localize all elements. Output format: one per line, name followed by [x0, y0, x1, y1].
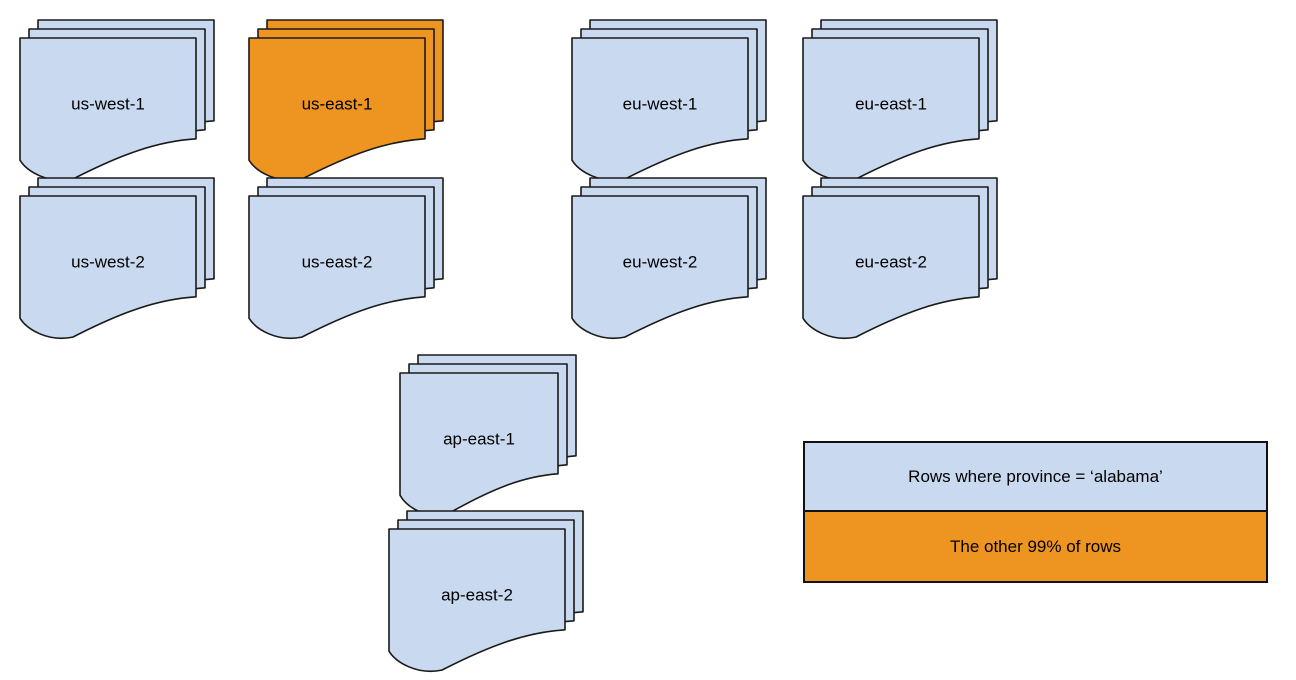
region-label: ap-east-1	[443, 429, 515, 448]
document-shape	[802, 195, 980, 340]
region-stack-us-east-1[interactable]: us-east-1	[248, 19, 449, 198]
document-shape	[19, 37, 197, 182]
document-front	[248, 195, 426, 340]
region-stack-eu-east-2[interactable]: eu-east-2	[802, 177, 1003, 356]
document-front	[248, 37, 426, 182]
region-stack-ap-east-1[interactable]: ap-east-1	[399, 354, 582, 533]
region-stack-us-west-1[interactable]: us-west-1	[19, 19, 220, 198]
document-front	[19, 195, 197, 340]
legend: Rows where province = ‘alabama’ The other…	[803, 441, 1268, 583]
document-front	[399, 372, 559, 517]
region-stack-us-west-2[interactable]: us-west-2	[19, 177, 220, 356]
document-shape	[248, 195, 426, 340]
legend-row-other: The other 99% of rows	[805, 512, 1266, 581]
region-stack-eu-west-1[interactable]: eu-west-1	[571, 19, 772, 198]
region-label: eu-east-1	[855, 94, 927, 113]
region-label: eu-west-2	[623, 252, 698, 271]
document-shape	[571, 37, 749, 182]
document-shape	[388, 528, 566, 673]
document-front	[19, 37, 197, 182]
region-stack-eu-east-1[interactable]: eu-east-1	[802, 19, 1003, 198]
region-label: eu-east-2	[855, 252, 927, 271]
legend-label: Rows where province = ‘alabama’	[908, 466, 1163, 486]
document-front	[802, 195, 980, 340]
region-label: us-west-1	[71, 94, 145, 113]
document-front	[571, 37, 749, 182]
document-front	[388, 528, 566, 673]
region-label: us-east-1	[302, 94, 373, 113]
region-label: us-west-2	[71, 252, 145, 271]
region-stack-us-east-2[interactable]: us-east-2	[248, 177, 449, 356]
region-stack-ap-east-2[interactable]: ap-east-2	[388, 510, 589, 680]
legend-row-alabama: Rows where province = ‘alabama’	[805, 443, 1266, 512]
document-shape	[571, 195, 749, 340]
document-front	[802, 37, 980, 182]
document-shape	[248, 37, 426, 182]
document-shape	[399, 372, 559, 517]
document-shape	[19, 195, 197, 340]
region-stack-eu-west-2[interactable]: eu-west-2	[571, 177, 772, 356]
region-label: us-east-2	[302, 252, 373, 271]
document-front	[571, 195, 749, 340]
region-label: ap-east-2	[441, 585, 513, 604]
region-label: eu-west-1	[623, 94, 698, 113]
legend-label: The other 99% of rows	[949, 536, 1122, 556]
document-shape	[802, 37, 980, 182]
